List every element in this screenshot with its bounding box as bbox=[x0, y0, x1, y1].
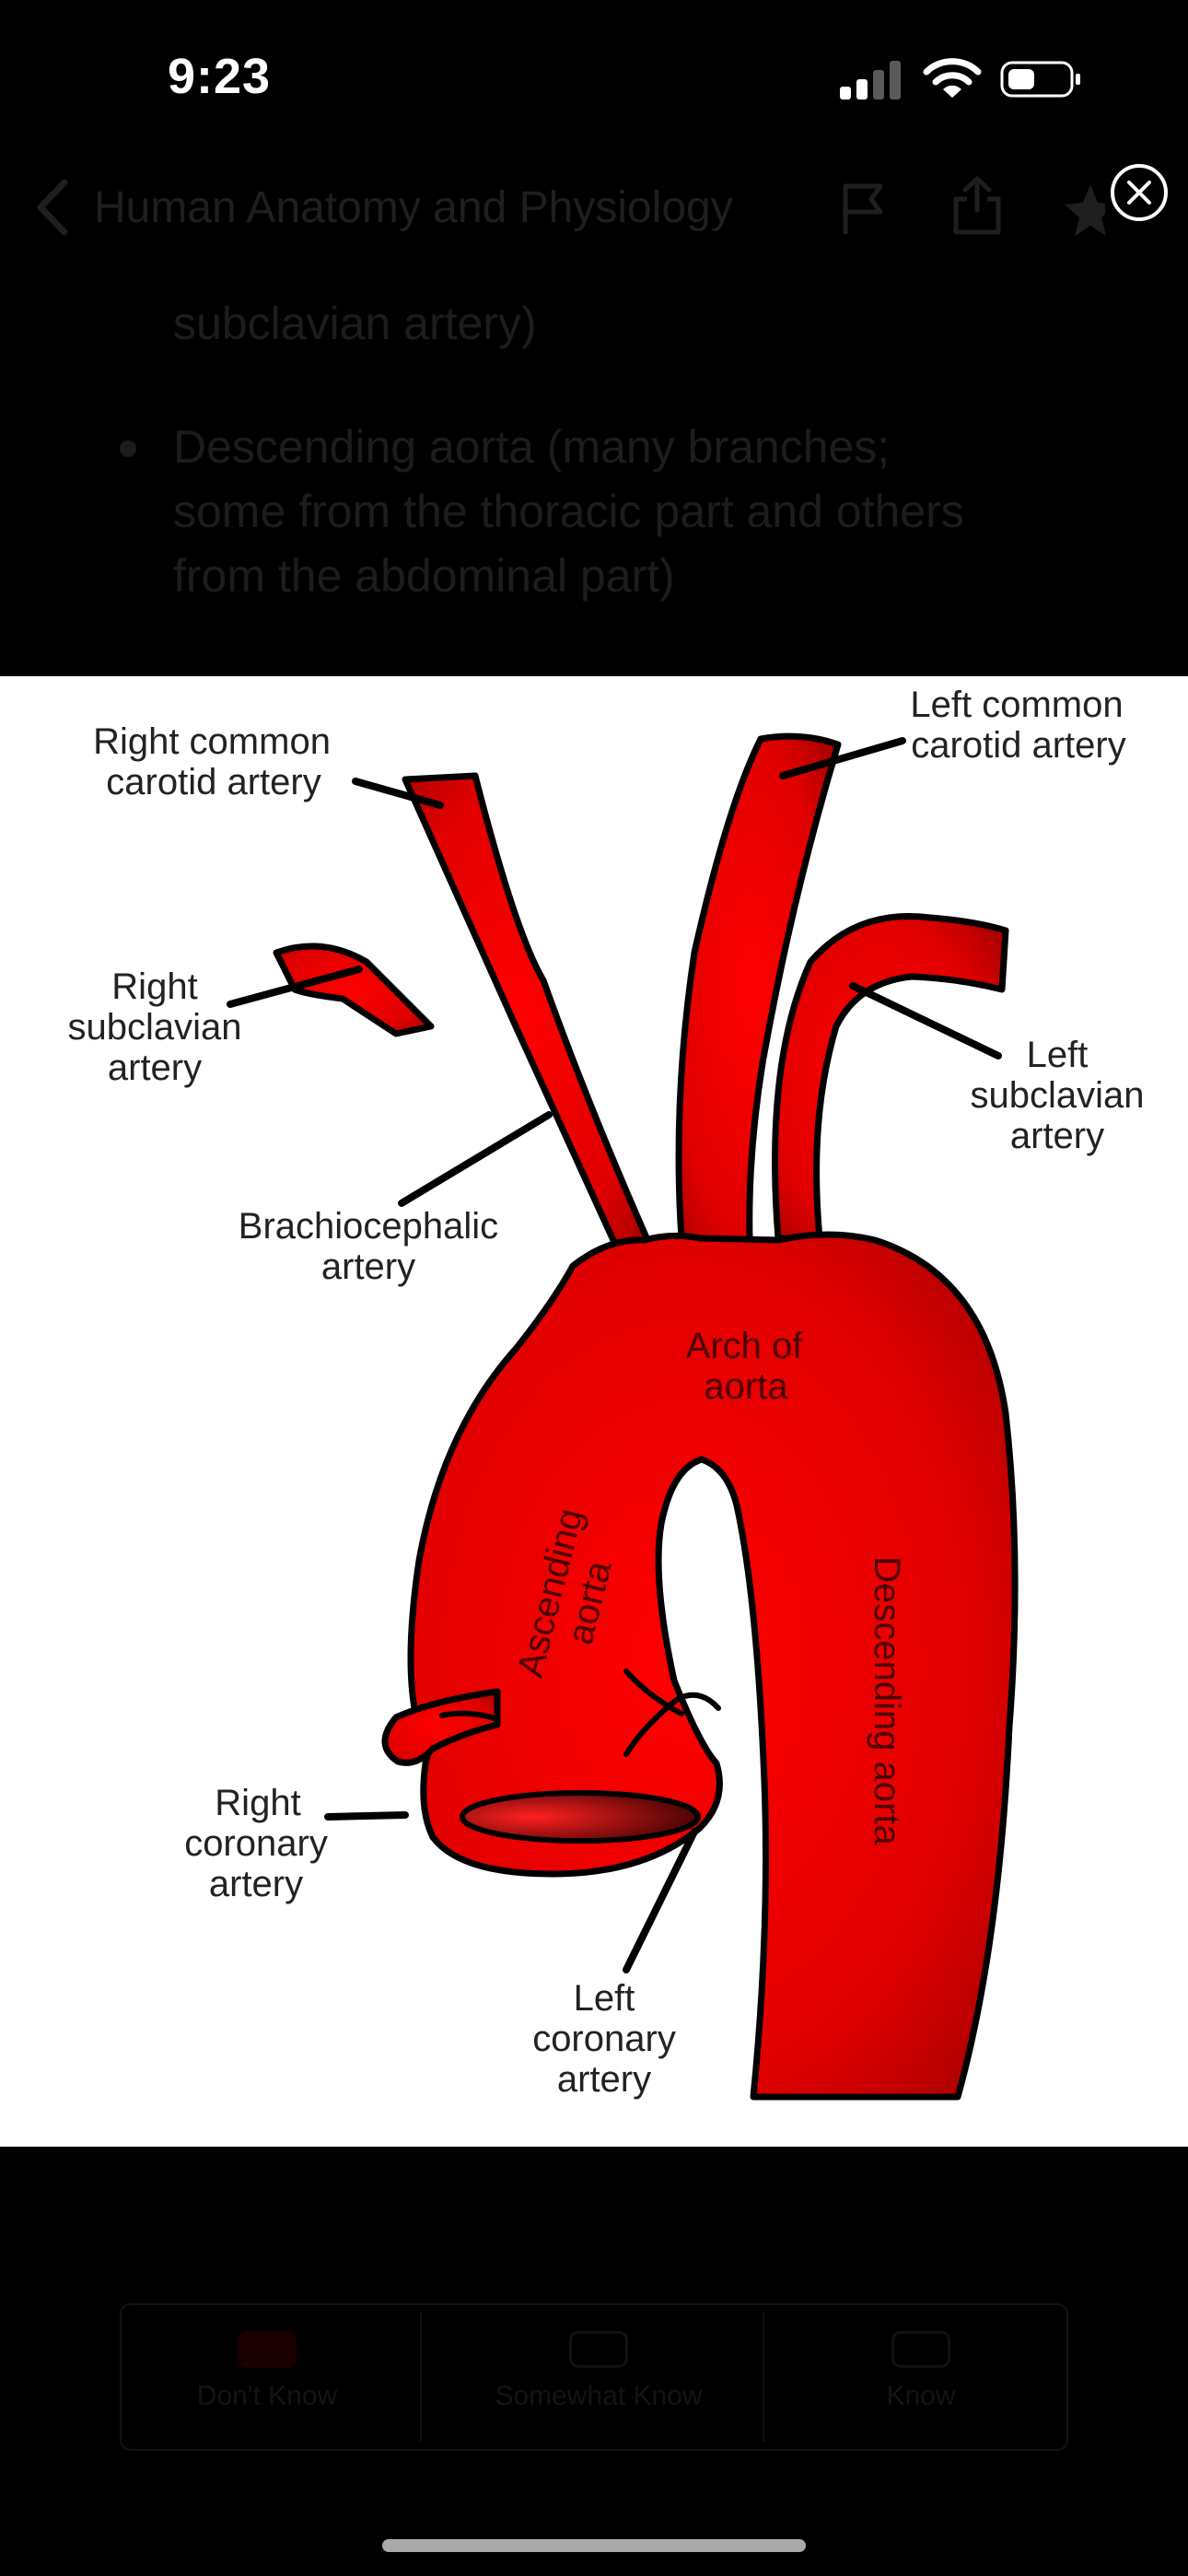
label-descending-aorta-group: Descending aorta bbox=[867, 1556, 907, 1845]
somewhat-know-button[interactable]: Somewhat Know bbox=[451, 2303, 746, 2451]
label-right-coronary: coronary bbox=[184, 1823, 328, 1864]
button-divider bbox=[763, 2313, 764, 2441]
contour-lines bbox=[439, 1669, 721, 1757]
label-brachiocephalic: Brachiocephalic bbox=[239, 1206, 498, 1247]
nav-title: Human Anatomy and Physiology bbox=[94, 183, 733, 232]
star-icon[interactable] bbox=[1063, 181, 1105, 236]
close-icon bbox=[1127, 181, 1151, 205]
label-left-subclavian: subclavian bbox=[970, 1075, 1144, 1116]
label-right-coronary: artery bbox=[209, 1864, 303, 1904]
bullet bbox=[120, 440, 136, 457]
label-left-coronary: coronary bbox=[532, 2019, 676, 2059]
label-right-subclavian: subclavian bbox=[67, 1007, 241, 1048]
close-button[interactable] bbox=[1111, 164, 1168, 221]
cellular-signal-icon bbox=[840, 59, 904, 100]
button-divider bbox=[420, 2313, 422, 2441]
label-right-subclavian: Right bbox=[111, 966, 197, 1007]
label-descending-aorta: Descending aorta bbox=[867, 1556, 907, 1845]
label-left-subclavian: Left bbox=[1027, 1035, 1089, 1075]
know-button[interactable]: Know bbox=[792, 2303, 1050, 2451]
status-time: 9:23 bbox=[168, 49, 272, 104]
aortic-opening bbox=[460, 1790, 701, 1844]
leader-lines bbox=[227, 737, 1002, 1973]
label-right-common-carotid: Right common bbox=[93, 721, 331, 762]
aorta-shape bbox=[273, 732, 1019, 2101]
dont-know-icon bbox=[238, 2331, 297, 2368]
rating-button-bar bbox=[120, 2303, 1068, 2451]
dont-know-button[interactable]: Don't Know bbox=[129, 2303, 405, 2451]
back-chevron-icon[interactable] bbox=[31, 175, 74, 240]
label-right-subclavian: artery bbox=[108, 1048, 202, 1088]
background-text-line: from the abdominal part) bbox=[173, 550, 675, 602]
know-label: Know bbox=[886, 2381, 956, 2411]
aorta-diagram-image: Right common carotid artery Left common … bbox=[0, 676, 1188, 2147]
wifi-icon bbox=[923, 58, 982, 98]
label-right-coronary: Right bbox=[215, 1783, 300, 1823]
dont-know-label: Don't Know bbox=[196, 2381, 338, 2411]
label-left-common-carotid: carotid artery bbox=[911, 725, 1125, 766]
label-arch-of-aorta: Arch of bbox=[686, 1326, 804, 1366]
label-left-common-carotid: Left common bbox=[910, 685, 1123, 725]
somewhat-know-label: Somewhat Know bbox=[495, 2381, 703, 2411]
label-brachiocephalic: artery bbox=[321, 1247, 415, 1287]
battery-icon bbox=[1000, 61, 1080, 98]
background-text-line: Descending aorta (many branches; bbox=[173, 421, 891, 473]
label-right-common-carotid: carotid artery bbox=[106, 762, 320, 802]
label-left-subclavian: artery bbox=[1010, 1116, 1104, 1156]
label-left-coronary: Left bbox=[574, 1978, 635, 2019]
aorta-diagram: Right common carotid artery Left common … bbox=[67, 685, 1145, 2101]
somewhat-know-icon bbox=[569, 2331, 628, 2368]
home-indicator[interactable] bbox=[382, 2539, 806, 2552]
background-text-line: subclavian artery) bbox=[173, 298, 537, 349]
share-icon[interactable] bbox=[949, 173, 1006, 238]
flag-icon[interactable] bbox=[840, 181, 888, 236]
label-arch-of-aorta: aorta bbox=[704, 1366, 788, 1407]
background-text-line: some from the thoracic part and others bbox=[173, 486, 964, 537]
label-left-coronary: artery bbox=[557, 2059, 651, 2100]
know-icon bbox=[891, 2331, 950, 2368]
